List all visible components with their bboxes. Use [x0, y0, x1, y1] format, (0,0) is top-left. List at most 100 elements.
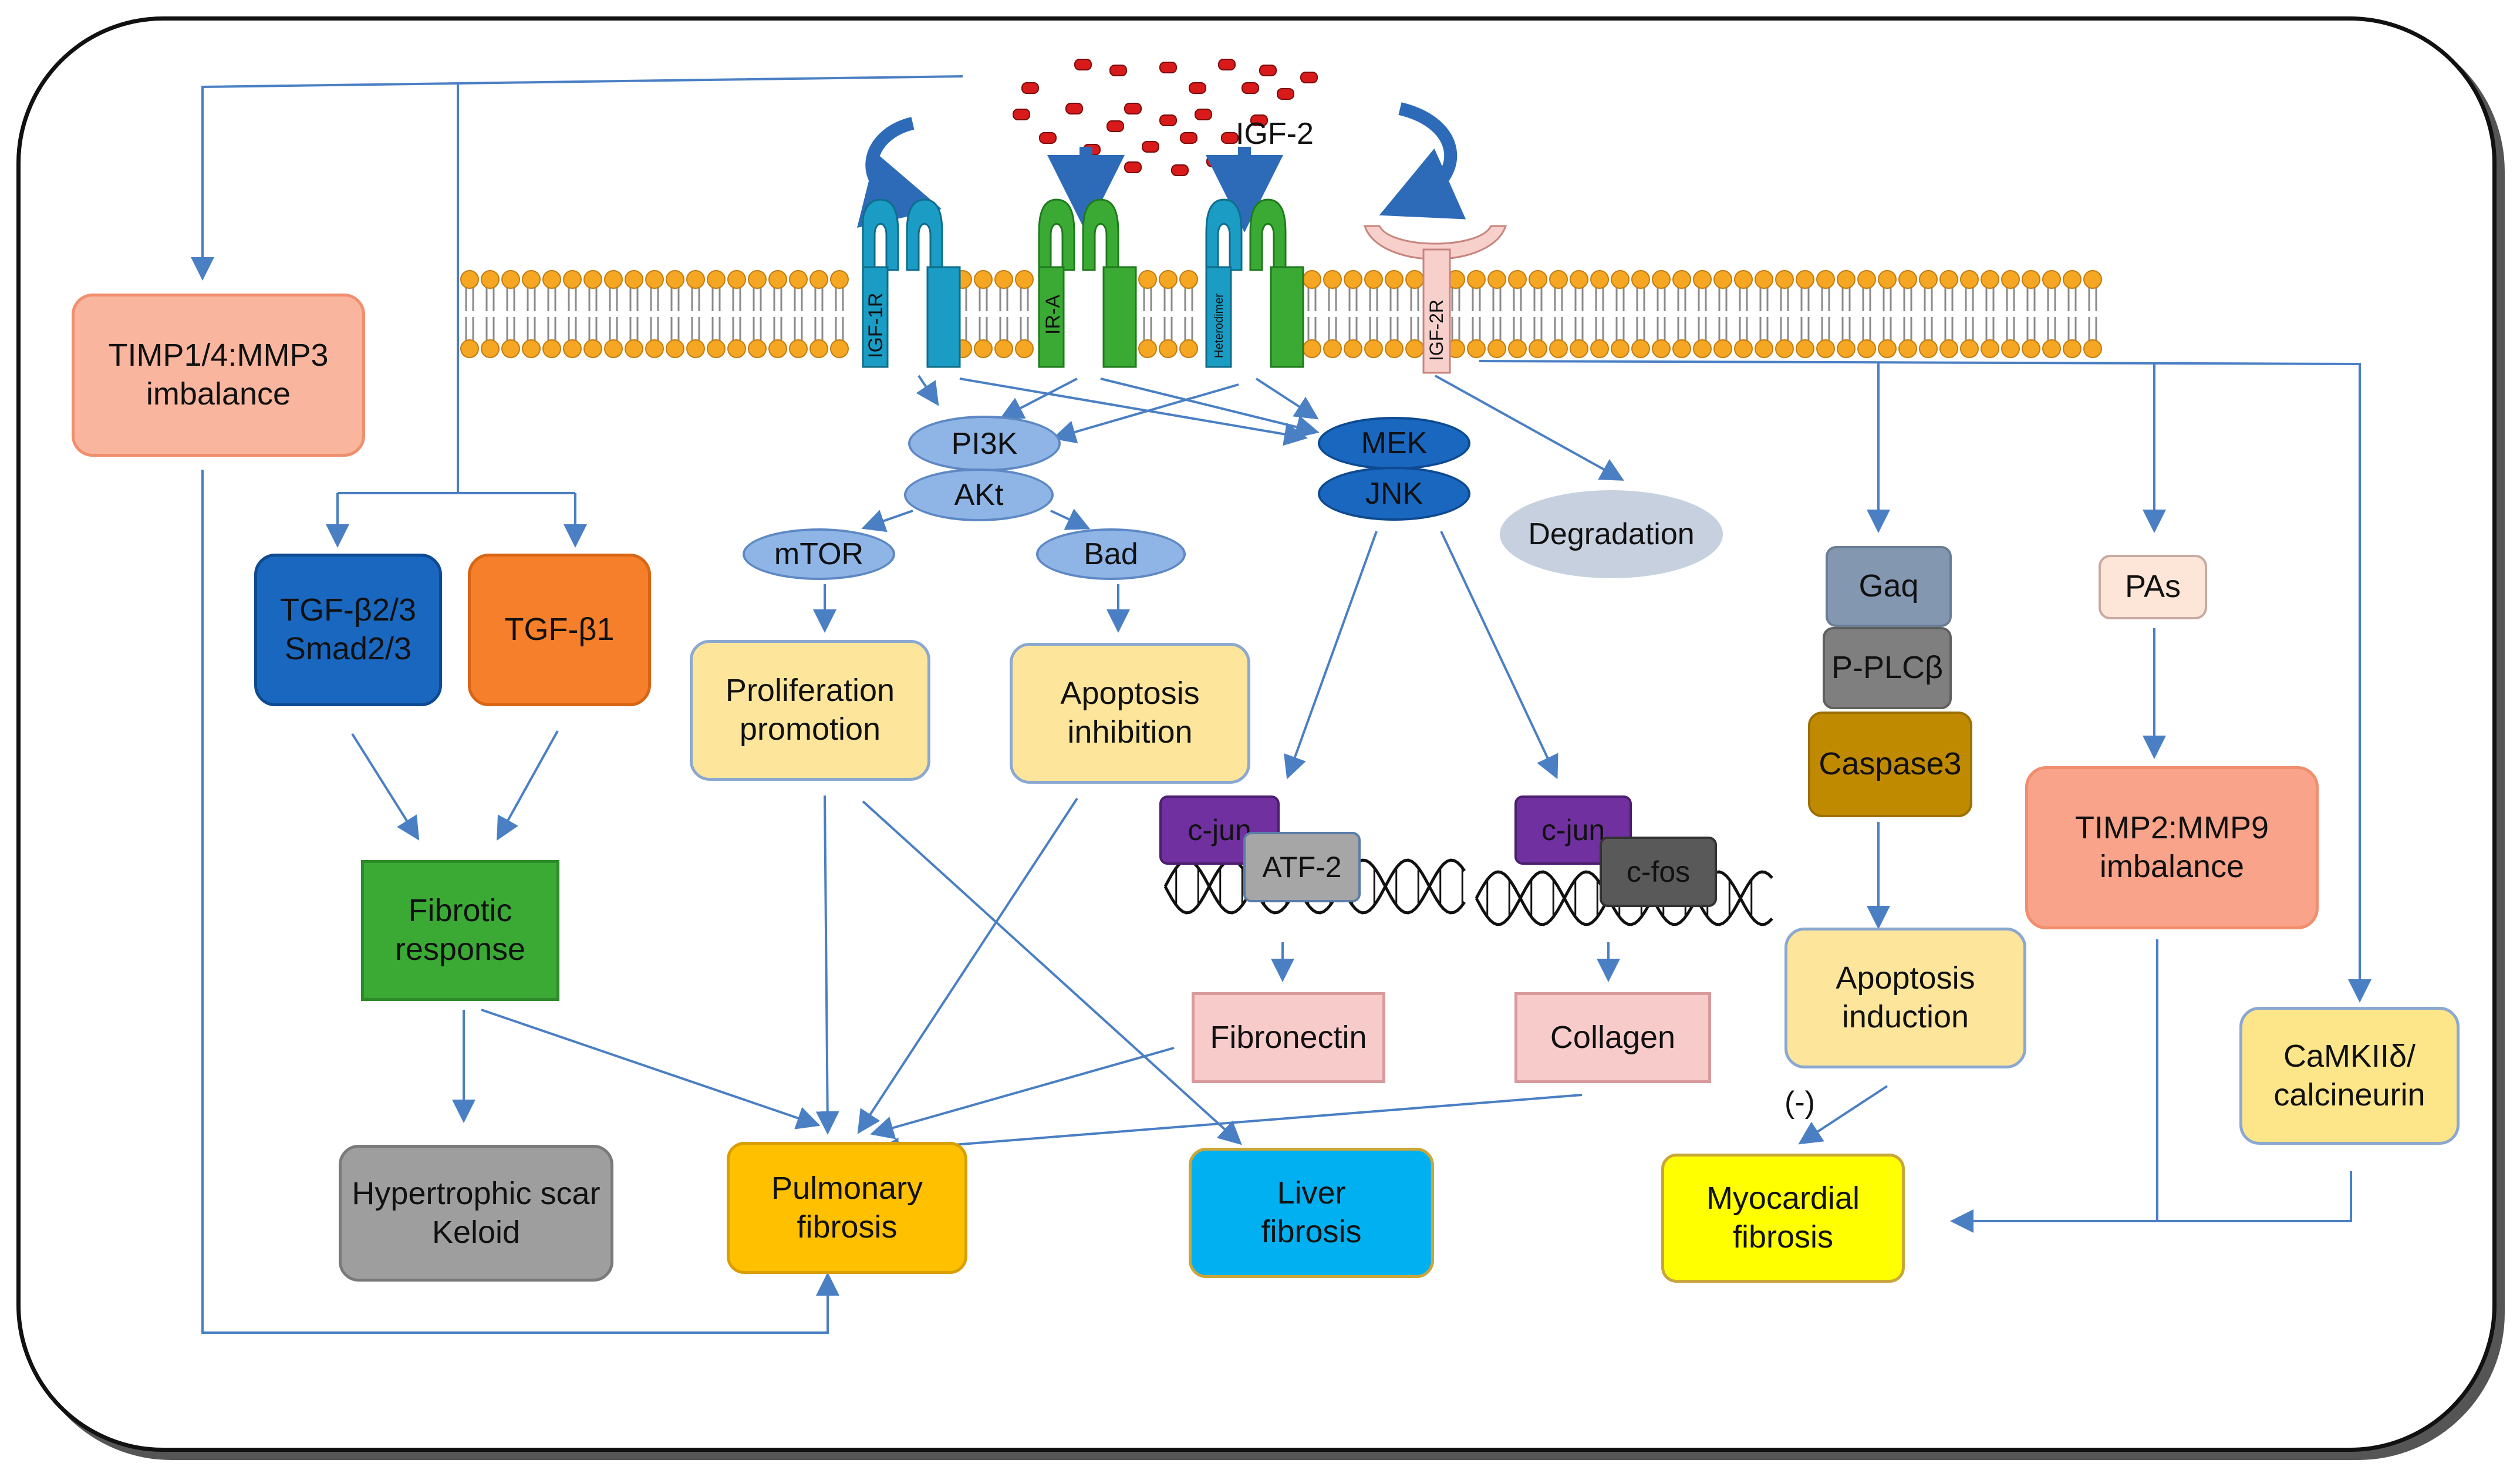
igf2-molecule — [1218, 59, 1236, 70]
lipid-head — [1549, 270, 1568, 289]
lipid-head — [501, 339, 520, 358]
dna-strand — [1475, 870, 1773, 926]
lipid-head — [501, 270, 520, 289]
lipid-head — [1590, 339, 1609, 358]
lipid-head — [1939, 270, 1958, 289]
lipid-head — [2001, 339, 2020, 358]
cell-membrane — [460, 270, 2102, 358]
timp2-mmp9-imbalance: TIMP2:MMP9 imbalance — [2025, 766, 2319, 929]
receptor-igf1r — [862, 198, 961, 368]
igf2-molecule — [1159, 62, 1177, 73]
igf2-molecule — [1021, 82, 1039, 94]
lipid-head — [1179, 339, 1198, 358]
lipid-head — [830, 339, 849, 358]
lipid-head — [686, 270, 705, 289]
lipid-head — [666, 339, 684, 358]
lipid-head — [809, 339, 828, 358]
igf2-molecule — [1013, 109, 1030, 120]
lipid-head — [2083, 270, 2102, 289]
lipid-head — [1857, 339, 1876, 358]
lipid-head — [1405, 270, 1424, 289]
lipid-head — [1652, 270, 1671, 289]
lipid-head — [1159, 339, 1178, 358]
lipid-head — [542, 339, 561, 358]
lipid-head — [625, 339, 643, 358]
lipid-head — [1857, 270, 1876, 289]
lipid-head — [1693, 339, 1712, 358]
lipid-head — [1981, 339, 1999, 358]
lipid-head — [1816, 339, 1835, 358]
lipid-head — [1796, 339, 1814, 358]
lipid-head — [1570, 270, 1588, 289]
lipid-head — [1344, 339, 1362, 358]
lipid-head — [686, 339, 705, 358]
lipid-head — [1919, 270, 1938, 289]
caspase3-node: Caspase3 — [1808, 712, 1972, 817]
lipid-head — [748, 270, 767, 289]
lipid-head — [1960, 270, 1979, 289]
timp1-mmp3-imbalance: TIMP1/4:MMP3 imbalance — [72, 294, 365, 457]
lipid-head — [1713, 339, 1732, 358]
receptor-label-ira: IR-A — [1042, 295, 1064, 335]
lipid-head — [1138, 339, 1157, 358]
lipid-head — [1652, 339, 1671, 358]
lipid-head — [2063, 339, 2082, 358]
lipid-head — [1837, 339, 1856, 358]
lipid-head — [1467, 270, 1486, 289]
lipid-head — [1364, 270, 1383, 289]
lipid-head — [1323, 339, 1342, 358]
pas-node: PAs — [2099, 555, 2207, 619]
lipid-head — [1467, 339, 1486, 358]
lipid-head — [583, 270, 602, 289]
lipid-head — [1755, 270, 1773, 289]
lipid-head — [1734, 270, 1753, 289]
inhibition-mark: (-) — [1784, 1085, 1815, 1120]
lipid-head — [604, 339, 623, 358]
lipid-head — [1159, 270, 1178, 289]
lipid-head — [1590, 270, 1609, 289]
fibronectin-box: Fibronectin — [1192, 992, 1385, 1083]
lipid-head — [1631, 339, 1650, 358]
receptor-label-hetero: Heterodimer — [1213, 294, 1226, 358]
lipid-head — [2083, 339, 2102, 358]
lipid-head — [1734, 339, 1753, 358]
lipid-head — [2001, 270, 2020, 289]
lipid-head — [563, 270, 582, 289]
atf2-factor: ATF-2 — [1243, 832, 1361, 902]
igf2-molecule — [1206, 156, 1224, 167]
receptor-heterodimer — [1205, 198, 1304, 368]
fibrotic-response: Fibrotic response — [361, 860, 559, 1001]
mtor-node: mTOR — [743, 528, 895, 580]
lipid-head — [1796, 270, 1814, 289]
lipid-head — [1487, 339, 1506, 358]
lipid-head — [768, 339, 787, 358]
lipid-head — [1487, 270, 1506, 289]
lipid-head — [1611, 270, 1630, 289]
lipid-head — [768, 270, 787, 289]
tgf-beta1: TGF-β1 — [468, 554, 651, 706]
receptor-labels: IGF-1R IR-A Heterodimer IGF-2R — [865, 293, 1447, 361]
lipid-head — [481, 270, 500, 289]
igf2-molecule — [1189, 82, 1206, 94]
lipid-head — [522, 339, 541, 358]
lipid-head — [809, 270, 828, 289]
ligand-binding-arrows — [856, 102, 1466, 232]
lipid-head — [1385, 339, 1404, 358]
pathway-connectors — [191, 75, 2371, 1334]
lipid-head — [522, 270, 541, 289]
lipid-head — [707, 339, 726, 358]
igf2-molecule — [1242, 82, 1259, 94]
lipid-head — [1919, 339, 1938, 358]
lipid-head — [1529, 270, 1547, 289]
bad-node: Bad — [1036, 528, 1186, 580]
igf2-molecule — [1259, 65, 1277, 76]
lipid-head — [1303, 339, 1321, 358]
igf2-ligand-particles — [1013, 59, 1318, 176]
lipid-head — [1816, 270, 1835, 289]
lipid-head — [830, 270, 849, 289]
lipid-head — [2042, 339, 2061, 358]
lipid-head — [542, 270, 561, 289]
igf2-molecule — [1221, 132, 1239, 144]
apoptosis-induction: Apoptosis induction — [1784, 928, 2026, 1068]
